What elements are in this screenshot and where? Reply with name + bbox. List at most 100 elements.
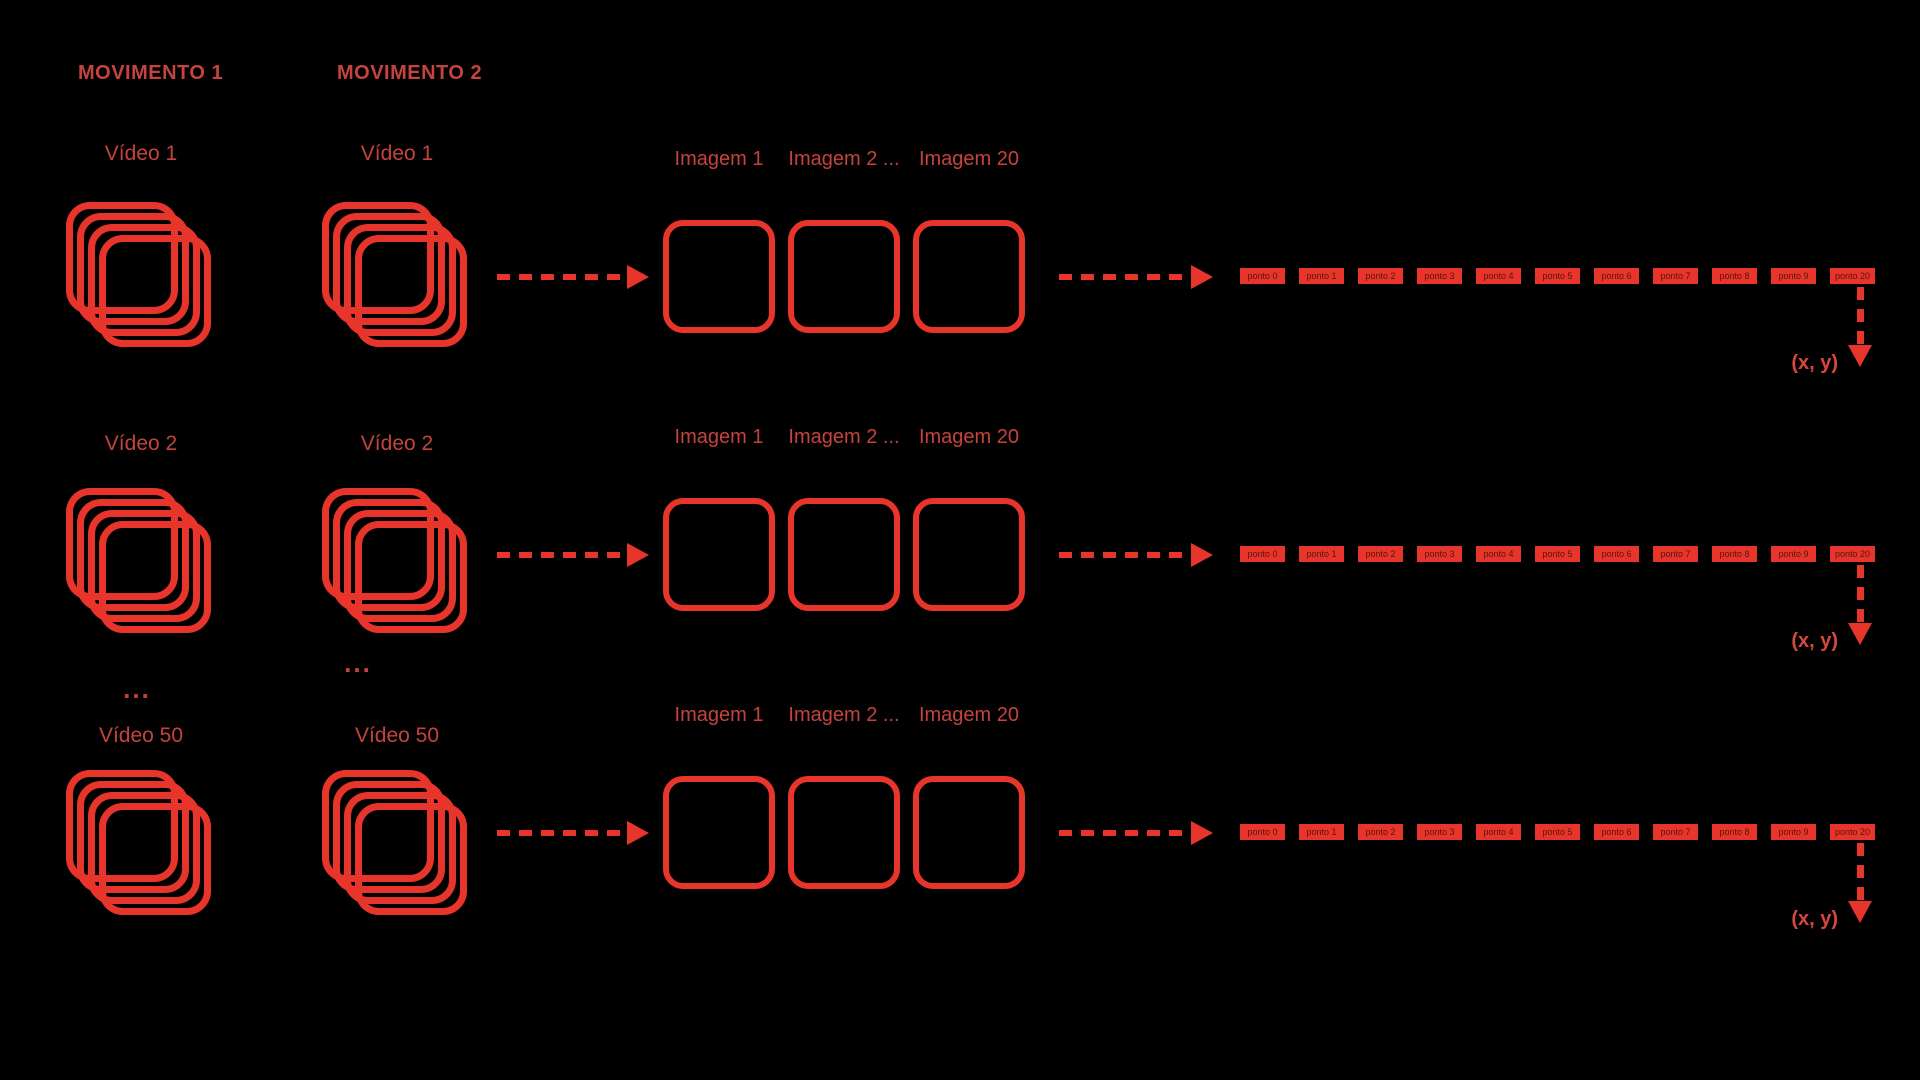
- video-label-mov1: Vídeo 50: [98, 724, 184, 747]
- arrow-head-icon: [1848, 901, 1872, 923]
- video-frame-icon: [66, 202, 178, 314]
- arrow-head-icon: [1191, 821, 1213, 845]
- image-label-20: Imagem 20: [918, 704, 1020, 726]
- point-dash: ponto 7: [1653, 268, 1698, 284]
- image-frame-icon: [913, 776, 1025, 889]
- video-frame-icon: [88, 224, 200, 336]
- video-frame-icon: [344, 224, 456, 336]
- point-dash: ponto 1: [1299, 268, 1344, 284]
- point-dash: ponto 4: [1476, 824, 1521, 840]
- arrow-line: [1059, 552, 1191, 558]
- arrow-head-icon: [1191, 543, 1213, 567]
- video-frame-icon: [99, 235, 211, 347]
- point-dash: ponto 6: [1594, 268, 1639, 284]
- point-dash: ponto 1: [1299, 546, 1344, 562]
- arrow-line: [1856, 287, 1864, 345]
- point-dash: ponto 6: [1594, 546, 1639, 562]
- dashed-arrow-icon: [1059, 821, 1213, 845]
- video-frame-icon: [344, 510, 456, 622]
- point-dash: ponto 4: [1476, 268, 1521, 284]
- video-frame-icon: [66, 488, 178, 600]
- point-dash: ponto 20: [1830, 546, 1875, 562]
- image-label-2: Imagem 2 ...: [788, 704, 900, 726]
- point-dash: ponto 8: [1712, 546, 1757, 562]
- video-stack-icon: [66, 488, 216, 638]
- point-dash: ponto 2: [1358, 824, 1403, 840]
- image-frame-icon: [663, 776, 775, 889]
- image-frame-icon: [788, 498, 900, 611]
- video-label-mov1: Vídeo 1: [104, 142, 178, 165]
- video-frame-icon: [333, 499, 445, 611]
- image-frame-icon: [913, 220, 1025, 333]
- point-dash: ponto 3: [1417, 268, 1462, 284]
- video-frame-icon: [99, 803, 211, 915]
- video-frame-icon: [333, 213, 445, 325]
- video-frame-icon: [77, 499, 189, 611]
- movimento-2-header: MOVIMENTO 2: [337, 62, 483, 84]
- video-label-mov2: Vídeo 50: [354, 724, 440, 747]
- point-dash: ponto 20: [1830, 824, 1875, 840]
- point-dash: ponto 5: [1535, 268, 1580, 284]
- video-frame-icon: [322, 770, 434, 882]
- video-frame-icon: [77, 213, 189, 325]
- image-frame-icon: [663, 220, 775, 333]
- point-dash: ponto 3: [1417, 824, 1462, 840]
- video-stack-icon: [322, 770, 472, 920]
- image-label-1: Imagem 1: [674, 426, 764, 448]
- image-frame-icon: [788, 776, 900, 889]
- video-frame-icon: [333, 781, 445, 893]
- point-dash: ponto 2: [1358, 546, 1403, 562]
- point-dash: ponto 8: [1712, 268, 1757, 284]
- arrow-line: [1059, 274, 1191, 280]
- dashed-arrow-icon: [497, 265, 649, 289]
- video-stack-icon: [322, 488, 472, 638]
- arrow-head-icon: [1848, 623, 1872, 645]
- video-stack-icon: [66, 202, 216, 352]
- arrow-head-icon: [627, 543, 649, 567]
- image-frame-icon: [913, 498, 1025, 611]
- image-frame-icon: [663, 498, 775, 611]
- arrow-line: [497, 274, 627, 280]
- point-dash: ponto 7: [1653, 546, 1698, 562]
- coordinate-label: (x, y): [1791, 908, 1838, 930]
- down-arrow-icon: [1848, 843, 1872, 923]
- point-dash: ponto 20: [1830, 268, 1875, 284]
- arrow-line: [1856, 843, 1864, 901]
- image-label-20: Imagem 20: [918, 148, 1020, 170]
- video-frame-icon: [77, 781, 189, 893]
- point-dash: ponto 4: [1476, 546, 1521, 562]
- point-dash: ponto 3: [1417, 546, 1462, 562]
- video-frame-icon: [344, 792, 456, 904]
- video-frame-icon: [355, 521, 467, 633]
- coordinate-label: (x, y): [1791, 630, 1838, 652]
- video-stack-icon: [322, 202, 472, 352]
- video-frame-icon: [322, 488, 434, 600]
- video-frame-icon: [66, 770, 178, 882]
- arrow-line: [497, 552, 627, 558]
- image-label-20: Imagem 20: [918, 426, 1020, 448]
- image-label-2: Imagem 2 ...: [788, 148, 900, 170]
- video-stack-icon: [66, 770, 216, 920]
- arrow-head-icon: [627, 821, 649, 845]
- video-label-mov2: Vídeo 1: [360, 142, 434, 165]
- video-frame-icon: [355, 235, 467, 347]
- video-label-mov1: Vídeo 2: [104, 432, 178, 455]
- arrow-head-icon: [627, 265, 649, 289]
- video-label-mov2: Vídeo 2: [360, 432, 434, 455]
- coordinate-label: (x, y): [1791, 352, 1838, 374]
- point-dash: ponto 5: [1535, 824, 1580, 840]
- movimento-1-header: MOVIMENTO 1: [78, 62, 224, 84]
- image-label-1: Imagem 1: [674, 704, 764, 726]
- down-arrow-icon: [1848, 565, 1872, 645]
- arrow-line: [1059, 830, 1191, 836]
- point-dash: ponto 9: [1771, 268, 1816, 284]
- point-dash: ponto 0: [1240, 268, 1285, 284]
- down-arrow-icon: [1848, 287, 1872, 367]
- dashed-arrow-icon: [497, 821, 649, 845]
- image-frame-icon: [788, 220, 900, 333]
- point-dash: ponto 9: [1771, 546, 1816, 562]
